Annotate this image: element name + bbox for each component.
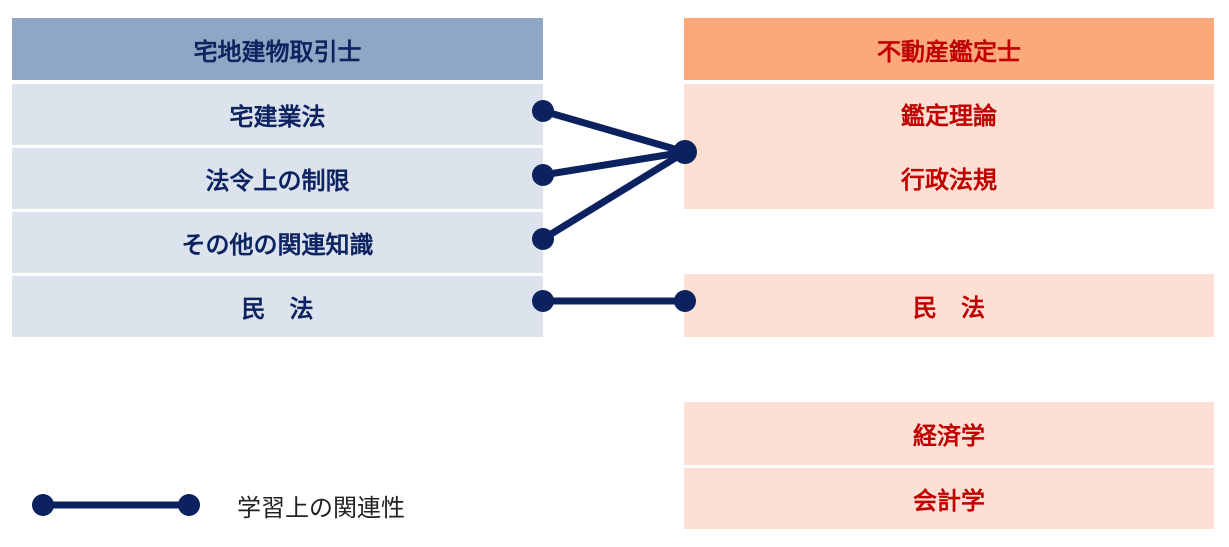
connector-dot [532, 228, 554, 250]
right-header: 不動産鑑定士 [684, 18, 1214, 80]
right-row: 行政法規 [901, 166, 997, 194]
right-row: 経済学 [684, 402, 1214, 465]
left-row: 宅建業法 [12, 84, 543, 145]
connector-line [542, 107, 686, 156]
connector-line [542, 148, 686, 179]
connector-dot [532, 290, 554, 312]
legend-label: 学習上の関連性 [237, 494, 405, 522]
right-group [684, 84, 1214, 209]
connector-dot [674, 290, 696, 312]
legend-dot [178, 494, 200, 516]
left-row: 法令上の制限 [12, 148, 543, 209]
connector-line [541, 149, 687, 242]
connector-dot [532, 100, 554, 122]
left-header: 宅地建物取引士 [12, 18, 543, 80]
right-row: 鑑定理論 [901, 102, 997, 130]
right-row: 民 法 [684, 274, 1214, 337]
right-row: 会計学 [684, 468, 1214, 529]
connector-dot [532, 164, 554, 186]
left-row: 民 法 [12, 276, 543, 337]
left-row: その他の関連知識 [12, 212, 543, 273]
connector-dot [673, 140, 697, 164]
legend-dot [32, 494, 54, 516]
